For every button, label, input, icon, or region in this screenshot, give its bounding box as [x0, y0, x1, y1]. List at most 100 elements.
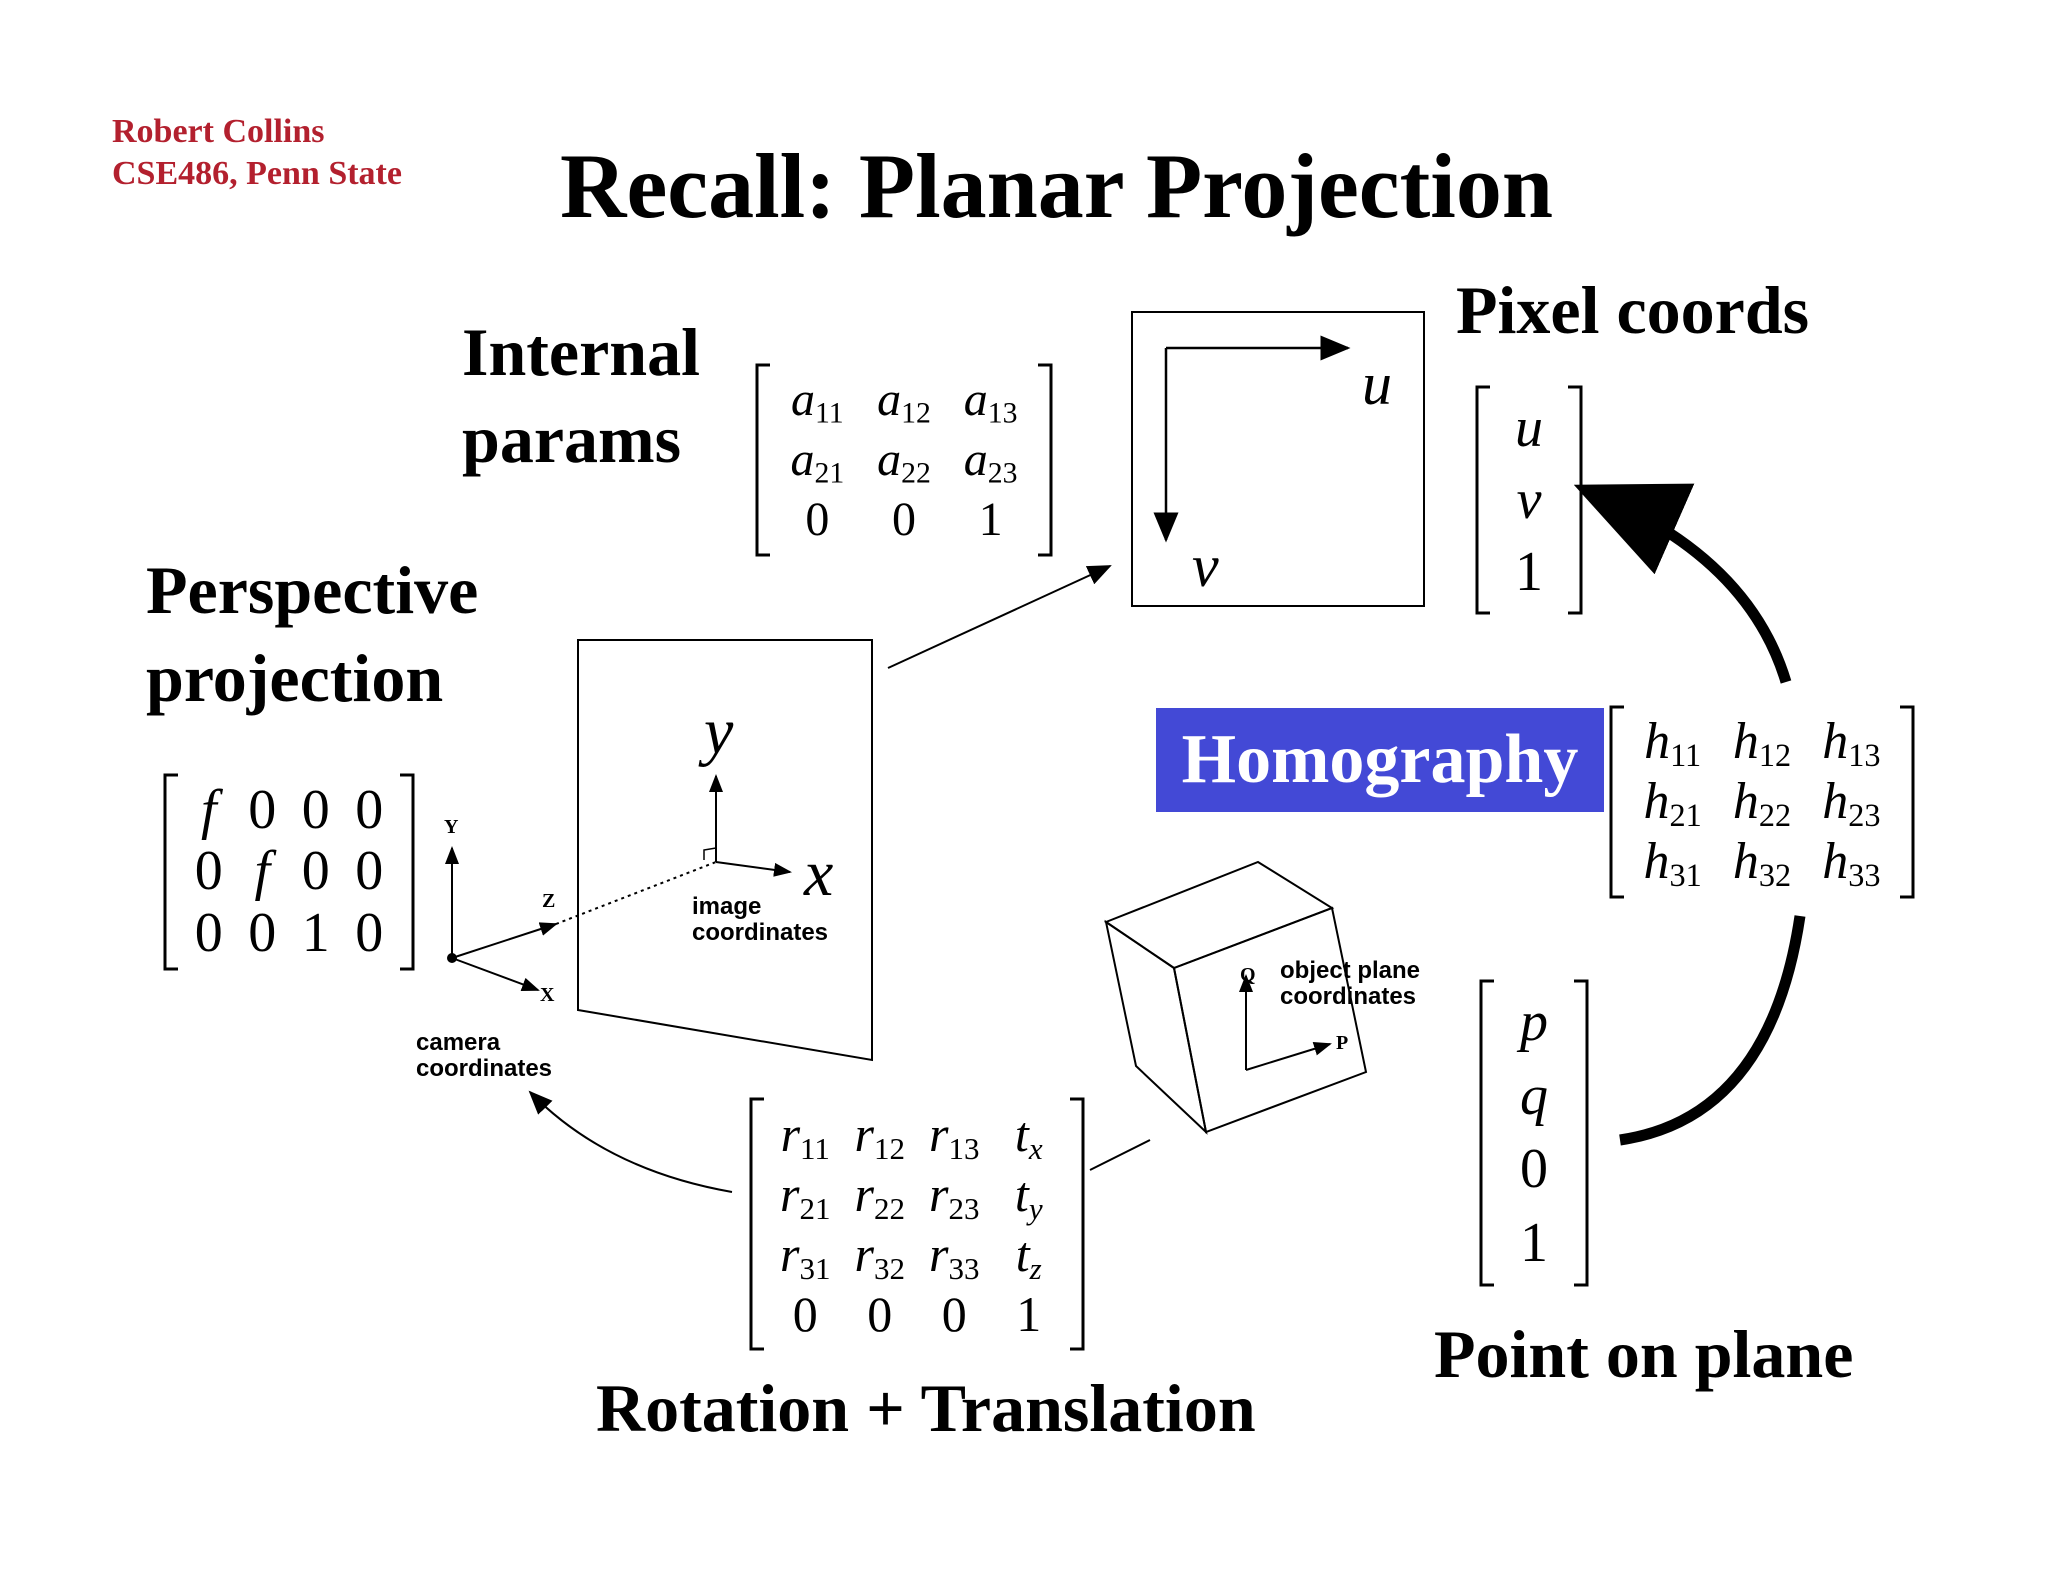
- perspective-cell-0-0: f: [200, 779, 217, 841]
- internal-cell-1-0: a21: [790, 433, 845, 490]
- point-brackets: [1479, 979, 1589, 1287]
- pixel-cell-2-0: 1: [1515, 541, 1543, 603]
- pixel-frame: [1131, 311, 1425, 607]
- rotation-cell-1-0: r21: [780, 1166, 831, 1226]
- perspective-cell-2-2: 1: [301, 901, 330, 964]
- homography-cell-0-2: h13: [1822, 713, 1881, 774]
- rotation-cell-2-1: r32: [854, 1226, 905, 1286]
- homography-cell-2-0: h31: [1643, 833, 1702, 894]
- homography-brackets: [1609, 705, 1915, 899]
- image-x-label: x: [804, 837, 834, 910]
- perspective-brackets: [163, 773, 415, 971]
- rotation-translation-label: Rotation + Translation: [596, 1370, 1256, 1446]
- internal-cell-1-2: a23: [963, 433, 1018, 490]
- author-name: Robert Collins: [112, 113, 325, 150]
- internal-cell-2-0: 0: [805, 493, 830, 546]
- point-bracket-right: [1574, 979, 1589, 1287]
- perspective-cell-2-1: 0: [248, 901, 277, 964]
- rotation-cell-3-3: 1: [1016, 1286, 1042, 1342]
- pixel-coords-label: Pixel coords: [1456, 272, 1810, 348]
- rotation-cell-1-1: r22: [854, 1166, 905, 1226]
- internal-cell-1-1: a22: [877, 433, 931, 490]
- rotation-cell-0-3: tx: [1014, 1106, 1043, 1166]
- camera-z-axis: [451, 922, 558, 959]
- homography-cell-1-1: h22: [1732, 773, 1792, 834]
- point-cell-1-0: q: [1520, 1064, 1548, 1127]
- internal-bracket-left: [755, 363, 770, 557]
- internal-cell-2-1: 0: [891, 493, 916, 546]
- perspective-cell-0-2: 0: [301, 779, 330, 841]
- object-p-axis: [1245, 1042, 1332, 1071]
- rotation-bracket-left: [749, 1097, 764, 1351]
- object-p-label: P: [1336, 1032, 1349, 1054]
- point-cell-3-0: 1: [1520, 1211, 1548, 1274]
- perspective-cell-2-3: 0: [355, 901, 384, 964]
- camera-x-label: X: [540, 984, 555, 1006]
- perspective-cell-1-0: 0: [194, 840, 223, 903]
- internal-cell-2-2: 1: [978, 493, 1003, 546]
- image-coords-label-line2: coordinates: [692, 919, 829, 946]
- camera-x-axis: [451, 957, 540, 991]
- homography-arrow: [1573, 483, 1792, 684]
- homography-bracket-left: [1609, 705, 1624, 899]
- camera-y-label: Y: [444, 816, 459, 838]
- to-camera-arrow: [528, 1090, 733, 1193]
- homography-bracket-right: [1900, 705, 1915, 899]
- object-q-label: Q: [1240, 964, 1256, 986]
- point-bracket-left: [1479, 979, 1494, 1287]
- homography-cell-0-1: h12: [1732, 713, 1792, 774]
- image-y-label: y: [704, 695, 734, 768]
- perspective-bracket-left: [163, 773, 178, 971]
- v-axis-label: v: [1192, 533, 1219, 599]
- pixel-cell-1-0: v: [1516, 469, 1542, 531]
- rotation-cell-0-2: r13: [929, 1106, 980, 1166]
- cube-front: [1172, 906, 1368, 1134]
- perspective-bracket-right: [400, 773, 415, 971]
- object-coords-label-line1: object plane: [1280, 957, 1421, 984]
- image-coords-label-line1: image: [692, 893, 762, 920]
- pixel-bracket-right: [1568, 385, 1583, 615]
- internal-label-line1: Internal: [462, 314, 700, 390]
- u-axis-label: u: [1362, 351, 1392, 417]
- cube-top: [1103, 860, 1335, 970]
- internal-cell-0-2: a13: [963, 373, 1018, 430]
- perspective-label-line1: Perspective: [146, 552, 479, 628]
- pixel-bracket-left: [1475, 385, 1490, 615]
- object-to-rotation-line: [1089, 1139, 1151, 1171]
- perspective-cell-2-0: 0: [194, 901, 223, 964]
- camera-z-label: Z: [542, 890, 556, 912]
- homography-cell-2-2: h33: [1822, 833, 1881, 894]
- camera-coords-label-line1: camera: [416, 1029, 501, 1056]
- rotation-cell-2-0: r31: [780, 1226, 831, 1286]
- image-to-pixel-arrow: [887, 565, 1112, 669]
- point-to-homography-arc: [1619, 915, 1806, 1146]
- pixel-brackets: [1475, 385, 1583, 615]
- optical-ray: [555, 861, 717, 925]
- internal-label-line2: params: [462, 401, 682, 477]
- rotation-cell-1-3: ty: [1014, 1166, 1043, 1226]
- object-coords-label-line2: coordinates: [1280, 983, 1417, 1010]
- homography-cell-0-0: h11: [1644, 713, 1702, 774]
- internal-brackets: [755, 363, 1053, 557]
- rotation-cell-3-2: 0: [941, 1286, 967, 1342]
- internal-bracket-right: [1038, 363, 1053, 557]
- perspective-cell-1-3: 0: [355, 840, 384, 903]
- cube-left: [1104, 919, 1208, 1135]
- internal-cell-0-0: a11: [791, 373, 844, 430]
- rotation-brackets: [749, 1097, 1085, 1351]
- perspective-label-line2: projection: [146, 640, 444, 716]
- point-cell-2-0: 0: [1520, 1138, 1548, 1200]
- rotation-cell-0-1: r12: [854, 1106, 905, 1166]
- rotation-cell-3-1: 0: [867, 1286, 893, 1342]
- rotation-cell-2-2: r33: [929, 1226, 980, 1286]
- rotation-cell-1-2: r23: [929, 1166, 980, 1226]
- point-on-plane-label: Point on plane: [1434, 1316, 1854, 1392]
- pixel-cell-0-0: u: [1515, 397, 1543, 459]
- homography-cell-1-2: h23: [1822, 773, 1881, 834]
